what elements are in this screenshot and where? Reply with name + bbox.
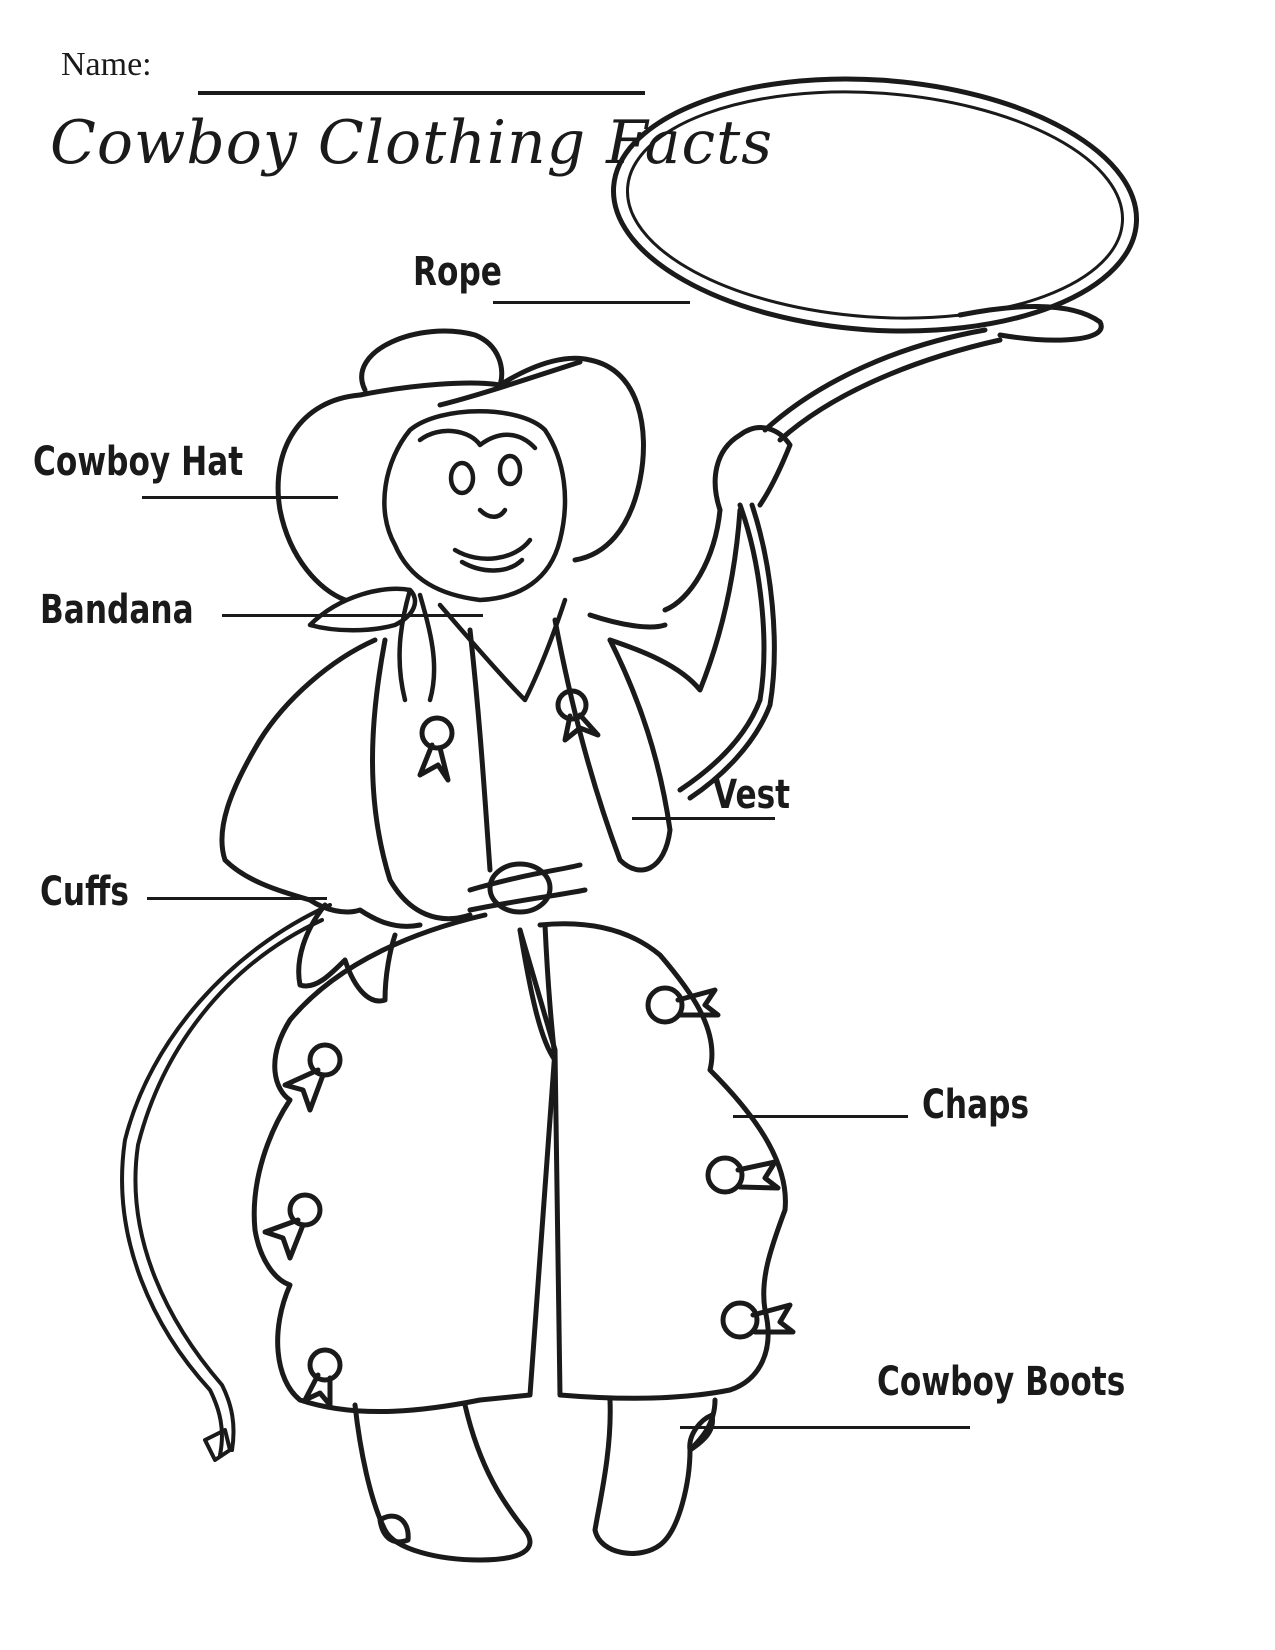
bandana-drawing [307,586,568,703]
label-cuffs: Cuffs [40,869,129,915]
label-vest: Vest [713,772,791,818]
raised-arm-drawing [607,425,793,801]
vest-drawing [219,612,673,922]
label-cowboy-boots: Cowboy Boots [877,1359,1126,1405]
name-input-line[interactable] [198,91,645,95]
belt-drawing [467,861,588,915]
name-label: Name: [61,46,152,83]
lasso-icon [610,76,1140,443]
boots-drawing [352,1397,718,1563]
leader-line-bandana [222,614,483,617]
label-bandana: Bandana [40,587,194,633]
leader-line-chaps [733,1115,908,1118]
hip-hand-drawing [296,897,423,1004]
rope-tail-drawing [120,903,332,1462]
leader-line-cowboy-hat [142,496,338,499]
label-rope: Rope [413,249,502,295]
answer-line-rope[interactable] [493,301,690,304]
label-chaps: Chaps [922,1082,1030,1128]
face-drawing [382,409,568,603]
leader-line-cowboy-boots [680,1426,970,1429]
label-cowboy-hat: Cowboy Hat [33,439,244,485]
leader-line-vest [632,817,775,820]
chaps-drawing [251,912,796,1415]
hat-drawing [275,328,646,603]
leader-line-cuffs [147,897,327,900]
